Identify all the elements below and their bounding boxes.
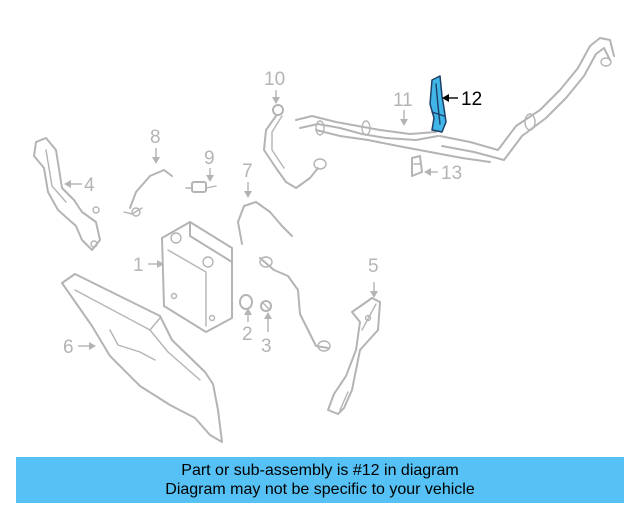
part-10-hose	[263, 104, 327, 189]
callout-7[interactable]: 7	[242, 161, 253, 182]
part-6-splash-shield	[61, 273, 223, 443]
part-1-oil-cooler	[161, 221, 233, 333]
part-11-line-assembly	[295, 37, 615, 163]
callout-10[interactable]: 10	[264, 69, 285, 90]
callout-9[interactable]: 9	[204, 148, 215, 169]
callout-12-highlighted[interactable]: 12	[461, 89, 482, 110]
callout-1[interactable]: 1	[133, 255, 144, 276]
callout-6[interactable]: 6	[63, 337, 74, 358]
info-banner: Part or sub-assembly is #12 in diagram D…	[16, 457, 624, 503]
part-4-bracket	[33, 137, 101, 251]
callout-8[interactable]: 8	[150, 127, 161, 148]
part-12-bracket-highlighted	[429, 75, 447, 133]
parts-diagram: 1 2 3 4 5 6 7 8 9 10 11 12 13	[33, 37, 615, 443]
part-13-clip	[411, 155, 423, 177]
part-7-line	[237, 201, 331, 352]
banner-line-2: Diagram may not be specific to your vehi…	[165, 481, 475, 498]
callout-5[interactable]: 5	[368, 256, 379, 277]
callout-labels: 1 2 3 4 5 6 7 8 9 10 11 12 13	[63, 69, 482, 358]
part-9-fitting	[185, 181, 217, 193]
callout-4[interactable]: 4	[84, 175, 95, 196]
part-5-bracket	[327, 297, 381, 415]
part-3-bolt	[260, 300, 272, 312]
banner-line-1: Part or sub-assembly is #12 in diagram	[181, 462, 459, 479]
leader-lines	[64, 90, 458, 350]
part-2-plug	[239, 294, 253, 310]
part-8-line	[123, 169, 173, 217]
callout-3[interactable]: 3	[261, 336, 272, 357]
callout-2[interactable]: 2	[242, 324, 253, 345]
callout-11[interactable]: 11	[393, 90, 413, 111]
callout-13[interactable]: 13	[441, 163, 462, 184]
